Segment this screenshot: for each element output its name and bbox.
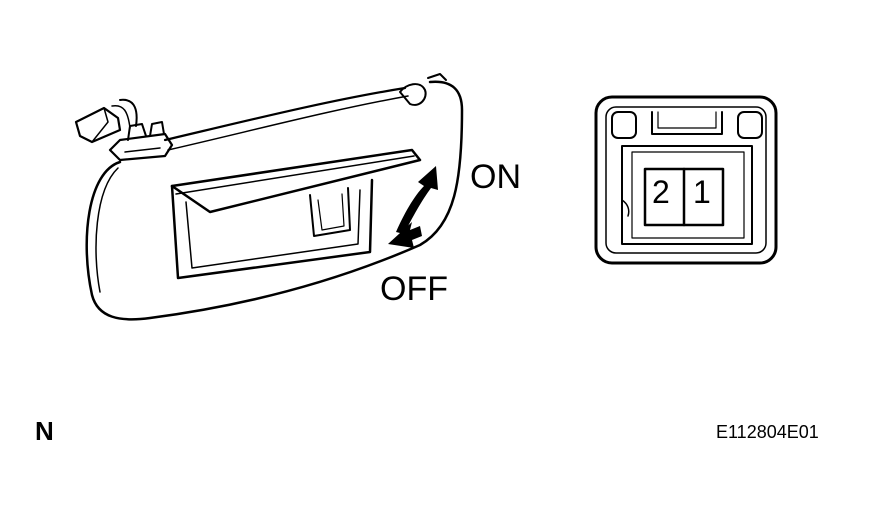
- figure-code: E112804E01: [716, 422, 819, 442]
- visor-hinge: [74, 98, 174, 162]
- connector-latch: [651, 111, 723, 135]
- visor-top-edge: [163, 86, 407, 142]
- visor-inner-edge: [95, 167, 119, 293]
- connector-housing-inner: [605, 106, 767, 254]
- connector-housing: [594, 95, 778, 265]
- connector-lug-left: [611, 111, 637, 139]
- terminal-pin-2: 2: [652, 174, 670, 210]
- corner-letter: N: [35, 416, 54, 446]
- visor-outline: [85, 80, 464, 321]
- visor-clip: [399, 83, 427, 106]
- visor-plug: [74, 106, 122, 144]
- terminal-pin-1: 1: [693, 174, 711, 210]
- switch-on-label: ON: [470, 158, 521, 196]
- vanity-mirror-cover: [170, 148, 422, 280]
- switch-connector: [594, 95, 778, 265]
- connector-lug-right: [737, 111, 763, 139]
- switch-off-label: OFF: [380, 270, 448, 308]
- double-curved-arrow-icon: [388, 166, 438, 248]
- connector-cavity: [621, 145, 753, 245]
- sun-visor: [74, 73, 464, 321]
- visor-wire: [167, 95, 409, 151]
